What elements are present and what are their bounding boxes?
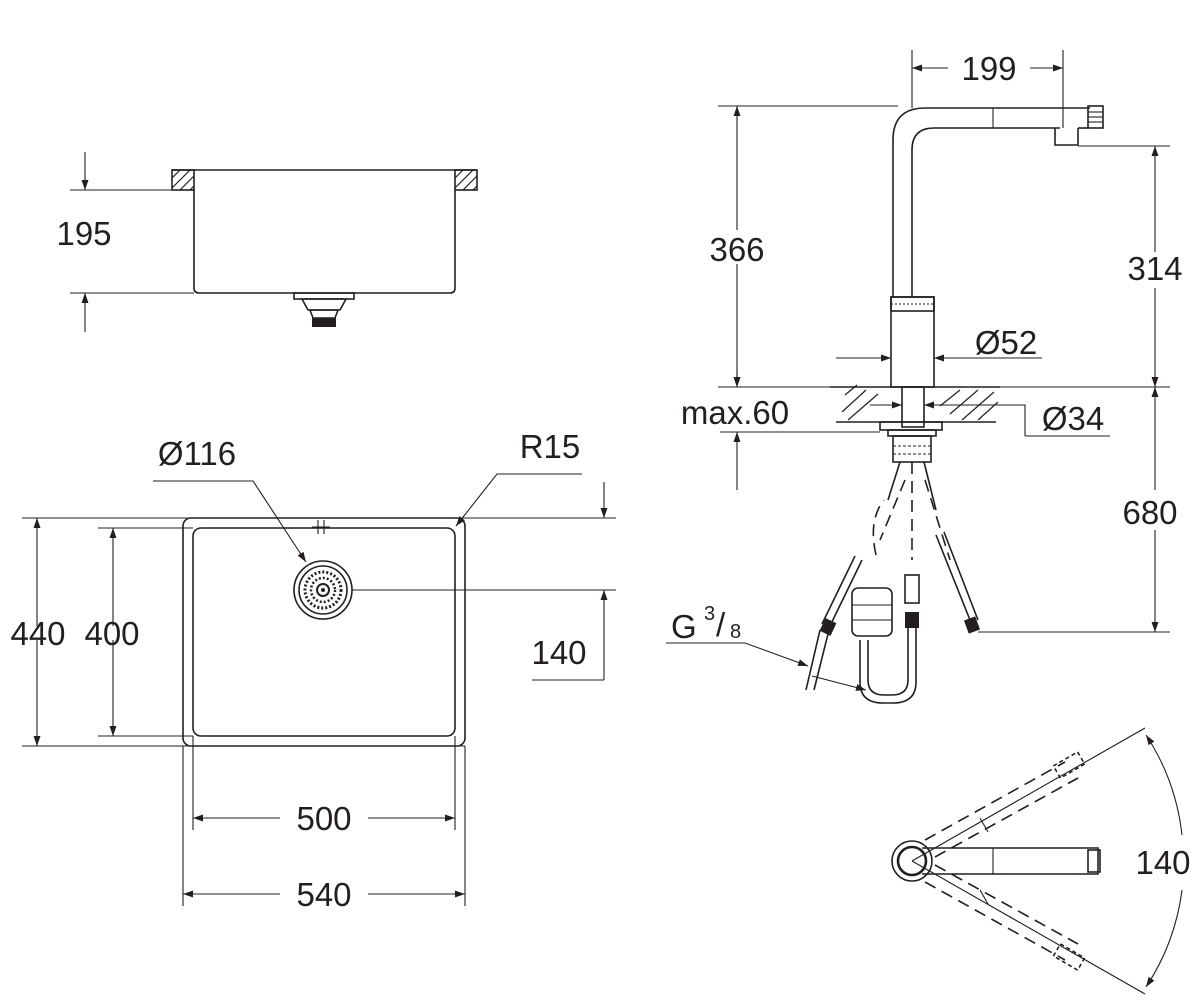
- drain-fitting-side: [293, 292, 355, 327]
- drain-strainer: [293, 560, 353, 620]
- faucet-side-view: 199 366 314 Ø52 max.60 Ø34 680: [666, 50, 1183, 704]
- spout-reach-label: 199: [961, 50, 1016, 87]
- sink-top-view: Ø116 R15 440 400 140 500 540: [10, 428, 616, 913]
- shank-diameter-label: Ø34: [1042, 400, 1104, 437]
- countertop-right: [454, 169, 478, 191]
- sink-outer-outline: [182, 517, 466, 747]
- sink-side-view: 195: [56, 152, 478, 332]
- body-diameter-label: Ø52: [975, 324, 1037, 361]
- countertop-left: [171, 169, 195, 191]
- thread-size-slash: /: [716, 606, 726, 643]
- total-height-label: 366: [709, 231, 764, 268]
- hose-length-label: 680: [1122, 494, 1177, 531]
- spout-height-label: 314: [1127, 250, 1182, 287]
- corner-radius-label: R15: [520, 428, 581, 465]
- deck-thickness-label: max.60: [681, 394, 789, 431]
- inner-depth-label: 400: [84, 615, 139, 652]
- thread-size-denominator: 8: [730, 621, 741, 643]
- outer-width-label: 540: [296, 876, 351, 913]
- swivel-top-view: 140: [891, 727, 1191, 995]
- inner-width-label: 500: [296, 800, 351, 837]
- outer-depth-label: 440: [10, 615, 65, 652]
- sink-inner-outline: [192, 527, 456, 737]
- sink-basin-side: [193, 190, 456, 294]
- thread-size-numerator: 3: [704, 603, 715, 625]
- swivel-angle-label: 140: [1135, 844, 1190, 881]
- countertop-deck: [830, 384, 1000, 423]
- hose-weight: [851, 587, 893, 637]
- drain-offset-label: 140: [531, 634, 586, 671]
- thread-size-label: G: [671, 608, 697, 645]
- supply-hoses: [805, 461, 981, 704]
- sink-depth-label: 195: [56, 215, 111, 252]
- drain-diameter-label: Ø116: [158, 435, 236, 472]
